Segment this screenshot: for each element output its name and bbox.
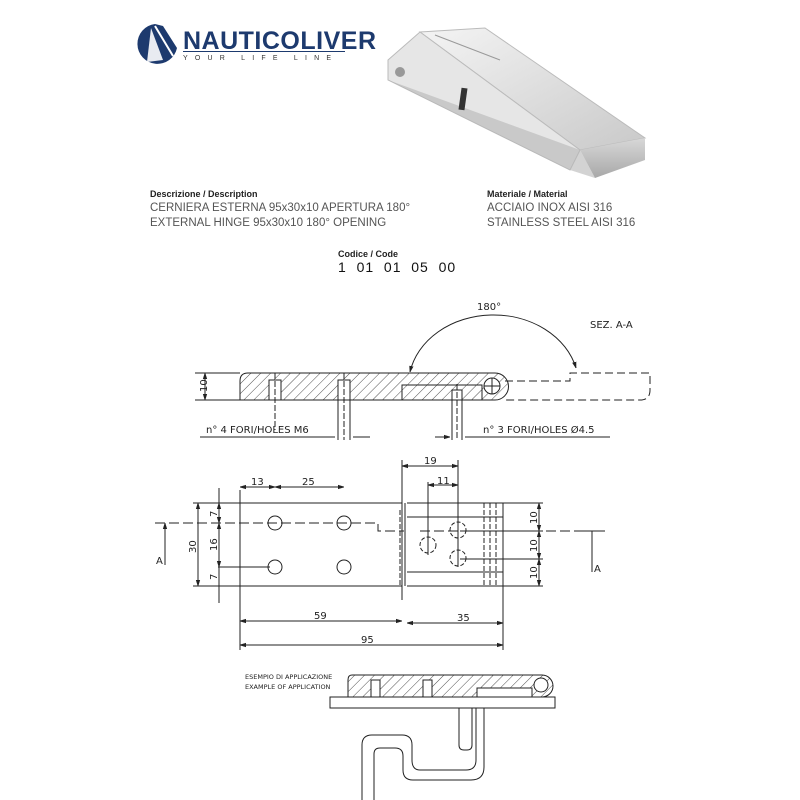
dim-59: 59 [314, 611, 327, 622]
code-value: 1 01 01 05 00 [338, 259, 457, 275]
section-angle: 180° [477, 302, 501, 313]
section-thickness: 10 [199, 379, 210, 392]
description-line-en: EXTERNAL HINGE 95x30x10 180° OPENING [150, 217, 387, 229]
brand-tagline: YOUR LIFE LINE [183, 55, 339, 62]
dim-13: 13 [251, 477, 264, 488]
section-mark-left: A [156, 556, 163, 567]
sail-logo-icon [137, 24, 177, 64]
description-line-it: CERNIERA ESTERNA 95x30x10 APERTURA 180° [150, 202, 411, 214]
holes-45-note: n° 3 FORI/HOLES Ø4.5 [483, 424, 595, 436]
application-label-it: ESEMPIO DI APPLICAZIONE [245, 673, 332, 681]
dim-19: 19 [424, 456, 437, 467]
description-label: Descrizione / Description [150, 189, 258, 199]
dim-10-c: 10 [529, 566, 540, 579]
dim-10-b: 10 [529, 539, 540, 552]
dim-7-top: 7 [209, 511, 220, 517]
section-view [195, 314, 651, 440]
brand-name: NAUTICOLIVER [183, 27, 377, 55]
section-title: SEZ. A-A [590, 320, 633, 331]
application-label-en: EXAMPLE OF APPLICATION [245, 683, 331, 691]
holes-m6-note: n° 4 FORI/HOLES M6 [206, 425, 309, 436]
material-label: Materiale / Material [487, 189, 568, 199]
dim-95: 95 [361, 635, 374, 646]
dim-11: 11 [437, 476, 450, 487]
plan-view [155, 460, 605, 650]
material-line-en: STAINLESS STEEL AISI 316 [487, 217, 636, 229]
code-label: Codice / Code [338, 249, 399, 259]
dim-25: 25 [302, 477, 315, 488]
section-mark-right: A [594, 564, 601, 575]
dim-16: 16 [209, 538, 220, 551]
dim-10-a: 10 [529, 511, 540, 524]
product-photo [387, 27, 647, 178]
material-line-it: ACCIAIO INOX AISI 316 [487, 202, 613, 214]
application-view [329, 674, 556, 800]
brand-divider [183, 51, 345, 52]
dim-7-bottom: 7 [209, 574, 220, 580]
dim-30: 30 [188, 540, 199, 553]
dim-35: 35 [457, 613, 470, 624]
